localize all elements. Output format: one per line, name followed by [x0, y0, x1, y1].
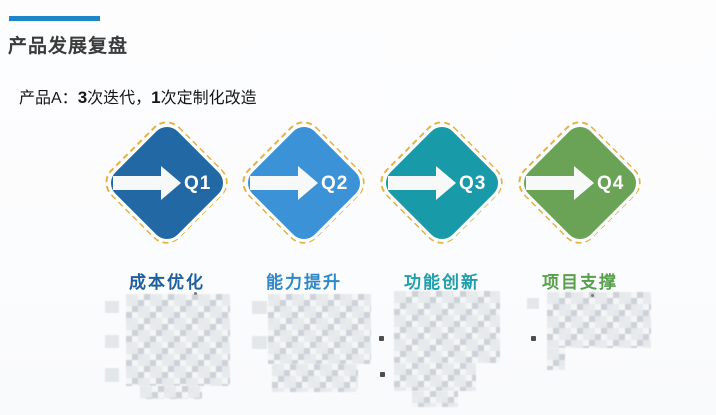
quarter-badge: Q4 [597, 173, 625, 194]
redacted-text-block [140, 386, 202, 399]
redacted-text-block [547, 348, 565, 370]
arrow-right-icon [526, 176, 574, 190]
redacted-text-block [394, 291, 500, 363]
arrow-right-icon [574, 166, 594, 200]
bullet-icon [591, 294, 594, 297]
redacted-text-block [126, 294, 230, 386]
redacted-text-block [412, 391, 458, 407]
redacted-list-marker [105, 301, 119, 313]
quarter-label-q3: 功能创新 [404, 273, 480, 292]
subtitle: 产品A：3次迭代，1次定制化改造 [19, 84, 257, 108]
arrow-right-icon [388, 176, 436, 190]
redacted-list-marker [252, 336, 267, 349]
header-accent-bar [9, 16, 100, 21]
quarter-q1: Q1 [97, 113, 236, 252]
redacted-list-marker [105, 368, 119, 382]
page-title: 产品发展复盘 [8, 36, 129, 57]
redacted-list-marker [527, 298, 539, 309]
subtitle-suffix: 次定制化改造 [160, 90, 257, 107]
arrow-right-icon [161, 166, 181, 200]
quarter-badge: Q3 [459, 173, 487, 194]
bullet-icon [380, 372, 385, 377]
subtitle-count-custom: 1 [151, 88, 161, 107]
arrow-right-icon [113, 176, 161, 190]
quarter-q4: Q4 [510, 113, 649, 252]
quarter-q2: Q2 [234, 113, 373, 252]
subtitle-count-iterations: 3 [77, 88, 88, 107]
redacted-list-marker [105, 335, 119, 348]
arrow-right-icon [436, 166, 456, 200]
quarter-badge: Q2 [321, 173, 349, 194]
bullet-icon [194, 292, 197, 295]
subtitle-mid: 次迭代， [87, 90, 152, 107]
redacted-text-block [268, 294, 371, 364]
arrow-right-icon [298, 166, 318, 200]
subtitle-prefix: 产品A： [19, 90, 78, 107]
redacted-list-marker [252, 301, 267, 314]
redacted-text-block [394, 363, 476, 391]
arrow-right-icon [250, 176, 298, 190]
redacted-text-block [547, 292, 651, 348]
quarter-badge: Q1 [184, 173, 212, 194]
quarter-label-q1: 成本优化 [129, 273, 205, 292]
quarter-label-q2: 能力提升 [266, 273, 342, 292]
redacted-text-block [272, 364, 358, 392]
bullet-icon [531, 336, 536, 341]
bullet-icon [379, 336, 384, 341]
quarter-q3: Q3 [372, 113, 511, 252]
quarter-label-q4: 项目支撑 [542, 273, 618, 292]
